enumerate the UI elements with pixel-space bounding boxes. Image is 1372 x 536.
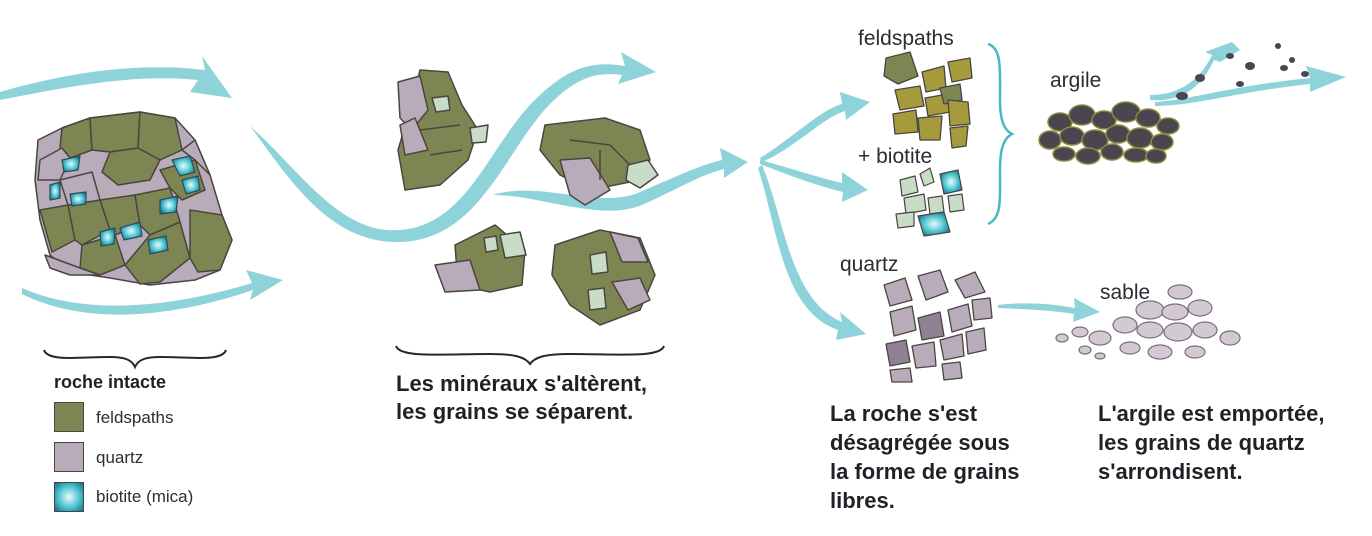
biotite-fragments [895, 167, 965, 237]
arrow-split-mid [760, 160, 868, 202]
label-quartz: quartz [840, 253, 899, 276]
arrow-quartz-sand [998, 298, 1100, 322]
arrow-clay-right [1155, 66, 1346, 106]
label-sable: sable [1100, 281, 1151, 304]
arrow-split-bottom [758, 165, 866, 340]
clay-particles [1176, 43, 1309, 100]
intact-rock [34, 111, 233, 286]
caption-disaggregated-line2: désagrégée sous [830, 430, 1010, 455]
quartz-grains [883, 269, 993, 383]
caption-disaggregated-line4: libres. [830, 488, 895, 513]
brace-separating [395, 345, 665, 366]
brace-intact-rock [43, 349, 227, 370]
legend-label-feldspar: feldspaths [96, 408, 174, 427]
separating-grains [397, 69, 659, 326]
legend-swatch-quartz [54, 442, 84, 472]
label-feldspaths: feldspaths [858, 27, 954, 50]
feldspar-grains [883, 51, 973, 149]
legend-swatch-biotite [54, 482, 84, 512]
flow-arrows [0, 42, 1346, 340]
label-argile: argile [1050, 69, 1102, 92]
sand-grains [1055, 284, 1241, 360]
caption-clay-removed-line3: s'arrondisent. [1098, 459, 1243, 484]
arrow-wave-middle [493, 148, 748, 211]
caption-clay-removed-line2: les grains de quartz [1098, 430, 1305, 455]
legend-label-quartz: quartz [96, 448, 144, 467]
legend-swatch-feldspar [54, 402, 84, 432]
clay-mass [1038, 101, 1180, 165]
caption-disaggregated-line1: La roche s'est [830, 401, 978, 426]
arrow-wave-main [250, 52, 656, 243]
legend-label-biotite: biotite (mica) [96, 487, 194, 506]
caption-separation-line1: Les minéraux s'altèrent, [396, 371, 648, 396]
label-biotite: + biotite [858, 145, 933, 168]
caption-disaggregated-line3: la forme de grains [830, 459, 1020, 484]
caption-clay-removed-line1: L'argile est emportée, [1098, 401, 1325, 426]
caption-separation-line2: les grains se séparent. [396, 399, 634, 424]
arrow-top-left [0, 56, 232, 100]
legend-title: roche intacte [54, 372, 167, 392]
arrow-clay-up [1150, 42, 1240, 101]
group-brace [987, 42, 1015, 226]
arrow-split-top [760, 92, 870, 162]
arrow-bottom-left [22, 270, 283, 315]
